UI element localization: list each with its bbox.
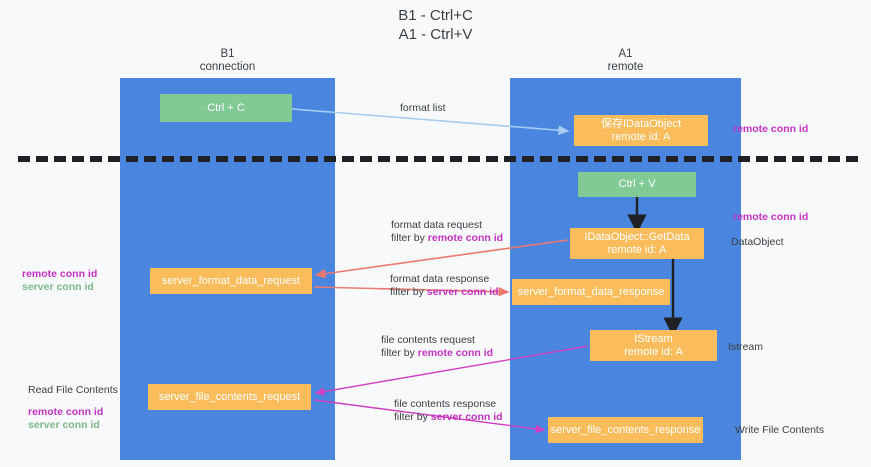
edge-label-format-data-response-main: format data response [390, 273, 490, 285]
annotation-text: Istream [728, 341, 764, 353]
edge-label-file-contents-request: file contents request filter by remote c… [381, 334, 493, 360]
node-server-format-data-response[interactable]: server_format_data_response [512, 279, 670, 305]
edge-label-format-data-request: format data request filter by remote con… [391, 219, 503, 245]
lane-header-b1: B1 connection [120, 48, 335, 74]
annotation-dataobject: DataObject [731, 236, 784, 249]
lane-header-a1-sub: remote [607, 61, 644, 73]
annotation-server-conn-id: server conn id [28, 419, 100, 431]
edge-label-format-list-main: format list [400, 102, 446, 114]
annotation-text: Write File Contents [735, 424, 825, 436]
node-idataobject[interactable]: 保存IDataObject remote id: A [574, 115, 708, 146]
edge-label-format-data-response: format data response filter by server co… [390, 273, 499, 299]
node-server-file-contents-request[interactable]: server_file_contents_request [148, 384, 311, 410]
phase-separator [18, 156, 858, 162]
annotation-text: remote conn id [733, 123, 809, 135]
node-ctrl-c[interactable]: Ctrl + C [160, 94, 292, 122]
lane-header-b1-sub: connection [199, 61, 256, 73]
filter-key: remote conn id [417, 347, 494, 359]
annotation-left-conn-ids-mid: remote conn id server conn id [22, 268, 97, 294]
annotation-remote-conn-id-top: remote conn id [733, 123, 808, 136]
filter-key: remote conn id [427, 232, 504, 244]
filter-prefix: filter by [394, 411, 431, 423]
lane-header-a1: A1 remote [510, 48, 741, 74]
annotation-server-conn-id: server conn id [22, 281, 94, 293]
node-server-file-contents-response[interactable]: server_file_contents_response [548, 417, 703, 443]
annotation-remote-conn-id-mid: remote conn id [733, 211, 808, 224]
edge-label-file-contents-response: file contents response filter by server … [394, 398, 503, 424]
edge-label-file-contents-request-filter: filter by remote conn id [381, 347, 493, 360]
filter-key: server conn id [430, 411, 503, 423]
page-title: B1 - Ctrl+C A1 - Ctrl+V [398, 7, 473, 43]
filter-prefix: filter by [381, 347, 418, 359]
annotation-write-file-contents: Write File Contents [735, 424, 824, 437]
lane-header-a1-name: A1 [618, 48, 633, 60]
filter-prefix: filter by [390, 286, 427, 298]
annotation-text: remote conn id [733, 211, 809, 223]
annotation-read-file-contents-label: Read File Contents [28, 384, 118, 396]
node-istream[interactable]: IStream remote id: A [590, 330, 717, 361]
edge-label-format-data-request-filter: filter by remote conn id [391, 232, 503, 245]
annotation-remote-conn-id: remote conn id [22, 268, 98, 280]
edge-label-format-list: format list [400, 102, 446, 115]
annotation-text: DataObject [731, 236, 784, 248]
lane-header-b1-name: B1 [220, 48, 235, 60]
filter-prefix: filter by [391, 232, 428, 244]
annotation-istream: Istream [728, 341, 763, 354]
edge-label-file-contents-request-main: file contents request [381, 334, 475, 346]
node-ctrl-v[interactable]: Ctrl + V [578, 172, 696, 197]
annotation-remote-conn-id: remote conn id [28, 406, 104, 418]
edge-label-file-contents-response-main: file contents response [394, 398, 497, 410]
edge-label-format-data-request-main: format data request [391, 219, 483, 231]
filter-key: server conn id [426, 286, 499, 298]
edge-label-file-contents-response-filter: filter by server conn id [394, 411, 503, 424]
annotation-read-file-contents: Read File Contents remote conn id server… [28, 384, 118, 432]
node-server-format-data-request[interactable]: server_format_data_request [150, 268, 312, 294]
node-idataobject-getdata[interactable]: IDataObject::GetData remote id: A [570, 228, 704, 259]
edge-label-format-data-response-filter: filter by server conn id [390, 286, 499, 299]
